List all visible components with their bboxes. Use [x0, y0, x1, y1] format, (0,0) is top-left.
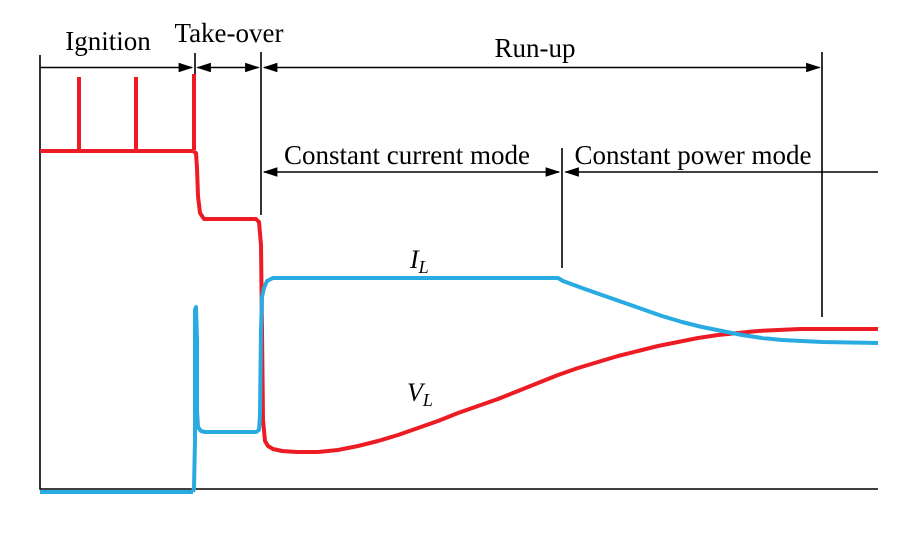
takeover-span-right-arrow-icon	[245, 62, 260, 73]
phase-label-runup: Run-up	[495, 33, 576, 63]
phase-label-ignition: Ignition	[65, 26, 151, 56]
diagram-drawing-layer	[39, 52, 879, 494]
takeover-span-left-arrow-icon	[196, 62, 211, 73]
lamp-current-label-symbol: I	[409, 245, 420, 274]
phase-label-takeover: Take-over	[174, 18, 283, 48]
constant-current-span-left-arrow-icon	[262, 167, 278, 177]
constant-power-span-left-arrow-icon	[564, 167, 579, 177]
runup-span-left-arrow-icon	[262, 62, 278, 73]
mode-label-constant-power: Constant power mode	[575, 140, 812, 170]
curve-lamp-current	[191, 276, 879, 493]
curve-lamp-voltage	[191, 149, 878, 454]
mode-label-constant-current: Constant current mode	[284, 140, 530, 170]
axis-lines	[39, 55, 878, 490]
ignition-span-right-arrow-icon	[178, 62, 194, 73]
lamp-voltage-label-symbol: V	[407, 378, 426, 407]
lamp-voltage-label: VL	[407, 378, 433, 410]
lamp-voltage-label-subscript: L	[422, 390, 433, 410]
lamp-current-label: IL	[409, 245, 429, 277]
lamp-current-label-subscript: L	[418, 257, 429, 277]
constant-current-span-right-arrow-icon	[545, 167, 561, 177]
runup-span-right-arrow-icon	[806, 62, 821, 73]
